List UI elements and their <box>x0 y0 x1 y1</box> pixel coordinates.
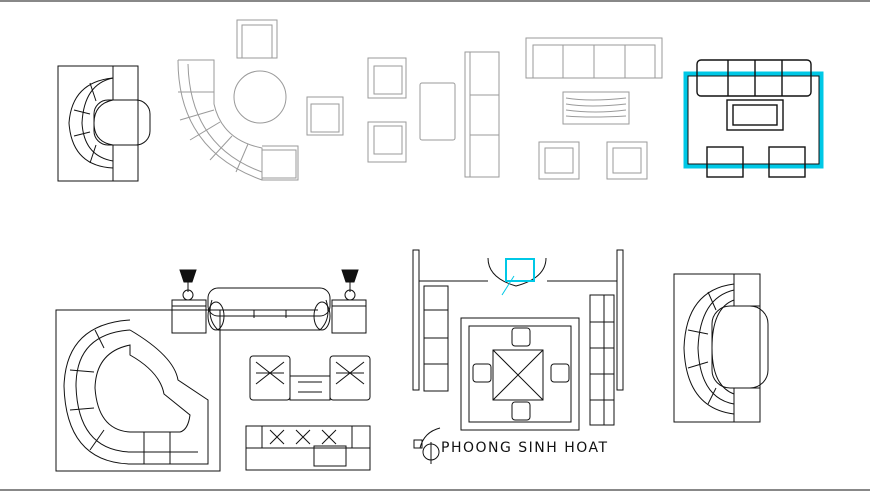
curved-sofa-bottom-right <box>673 273 769 423</box>
sofa-set-framed <box>683 59 824 178</box>
long-sofa-elevation <box>245 425 371 471</box>
curved-sofa-top-left <box>57 65 151 182</box>
curved-sectional-with-round-table <box>177 19 344 181</box>
room-label: PHOONG SINH HOAT <box>441 440 609 456</box>
sofa-set-gray <box>367 51 500 178</box>
curved-corner-sofa <box>55 309 221 472</box>
sofa-with-lamps-elevation <box>171 269 367 334</box>
long-sofa-with-wood-table <box>525 37 663 180</box>
armchairs-with-table <box>249 355 371 401</box>
living-room-plan <box>412 249 624 464</box>
